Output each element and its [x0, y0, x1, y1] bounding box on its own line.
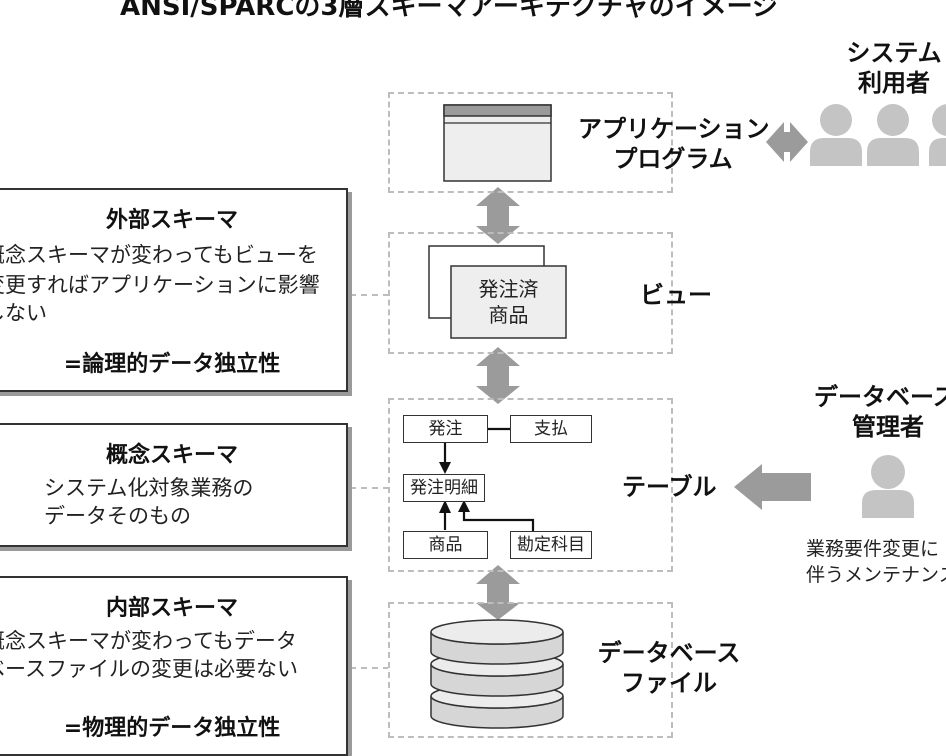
table-product: 商品	[403, 531, 488, 559]
conceptual-schema-desc-2: データそのもの	[44, 504, 191, 528]
double-arrow-app-users	[766, 122, 808, 162]
external-schema-desc-1: 概念スキーマが変わってもビューを	[0, 243, 318, 267]
external-schema-box: 外部スキーマ 概念スキーマが変わってもビューを 変更すればアプリケーションに影響…	[0, 188, 348, 392]
table-order-detail: 発注明細	[403, 474, 485, 502]
dba-label-line-1: データベース	[814, 383, 946, 411]
view-document-icon	[428, 245, 567, 339]
view-doc-line-1: 発注済	[478, 277, 539, 301]
diagram-title: ANSI/SPARCの3層スキーマアーキテクチャのイメージ	[120, 0, 779, 22]
database-label-line-1: データベース	[597, 639, 741, 667]
dba-desc-line-1: 業務要件変更に	[806, 538, 940, 560]
person-icon	[810, 104, 862, 166]
logical-independence-note: =論理的データ独立性	[63, 352, 281, 377]
view-layer-box	[388, 232, 673, 354]
dba-label: データベース 管理者	[814, 382, 946, 442]
view-doc-line-2: 商品	[488, 303, 529, 327]
dba-person-icon	[862, 455, 914, 518]
system-user-label: システム 利用者	[836, 38, 946, 98]
table-payment: 支払	[510, 415, 592, 443]
table-layer-box	[388, 398, 673, 572]
dba-label-line-2: 管理者	[852, 413, 924, 441]
arrow-dba-to-table	[734, 464, 811, 510]
internal-schema-desc-1: 概念スキーマが変わってもデータ	[0, 629, 297, 653]
double-arrow-view-table	[476, 347, 520, 404]
person-icon	[929, 104, 946, 166]
database-layer-box	[388, 602, 673, 738]
conceptual-schema-box: 概念スキーマ システム化対象業務の データそのもの	[0, 423, 348, 547]
conceptual-schema-desc-1: システム化対象業務の	[44, 476, 254, 500]
table-order: 発注	[403, 415, 488, 443]
view-document-text: 発注済 商品	[451, 276, 566, 328]
double-arrow-app-view	[476, 187, 520, 244]
dba-desc: 業務要件変更に 伴うメンテナンス	[806, 536, 946, 588]
external-schema-desc-2: 変更すればアプリケーションに影響	[0, 273, 320, 297]
double-arrow-table-db	[476, 565, 520, 620]
table-account: 勘定科目	[510, 531, 592, 559]
system-user-label-line-2: 利用者	[858, 69, 930, 97]
application-window-icon	[443, 104, 552, 182]
external-schema-title: 外部スキーマ	[105, 208, 238, 233]
dba-desc-line-2: 伴うメンテナンス	[806, 564, 946, 586]
external-schema-desc-3: しない	[0, 301, 47, 325]
view-label: ビュー	[640, 281, 712, 309]
internal-schema-desc-2: ベースファイルの変更は必要ない	[0, 657, 298, 681]
database-cylinder-icon	[430, 619, 564, 729]
application-layer-box	[388, 92, 673, 193]
application-label-line-2: プログラム	[613, 145, 733, 173]
table-relations	[443, 427, 535, 531]
application-label: アプリケーション プログラム	[578, 114, 770, 174]
system-user-label-line-1: システム	[846, 39, 942, 67]
conceptual-schema-title: 概念スキーマ	[105, 443, 238, 468]
person-icon	[867, 104, 919, 166]
internal-schema-box: 内部スキーマ 概念スキーマが変わってもデータ ベースファイルの変更は必要ない =…	[0, 576, 348, 756]
table-label: テーブル	[622, 473, 717, 501]
application-label-line-1: アプリケーション	[578, 115, 770, 143]
database-label: データベース ファイル	[594, 638, 744, 698]
database-label-line-2: ファイル	[621, 669, 717, 697]
physical-independence-note: =物理的データ独立性	[63, 716, 281, 741]
internal-schema-title: 内部スキーマ	[105, 596, 238, 621]
